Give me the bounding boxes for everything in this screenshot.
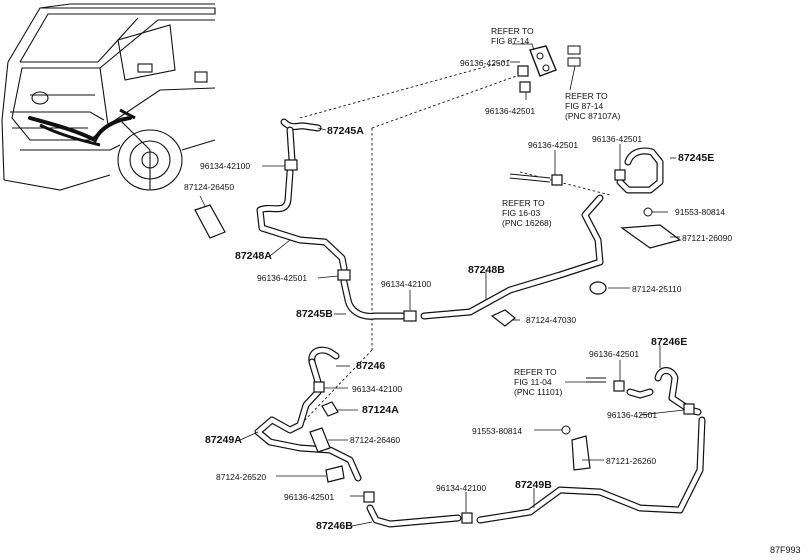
part-87121-26260: 87121-26260 [606, 456, 657, 466]
part-96136-42501-mid1: 96136-42501 [528, 140, 579, 150]
diagram-code: 87F993 [770, 545, 801, 555]
part-87124-26520: 87124-26520 [216, 472, 267, 482]
ref-fig-87-14-a: REFER TO FIG 87-14 [491, 26, 534, 46]
part-91553-80814-top: 91553-80814 [675, 207, 726, 217]
hose-87245e [616, 147, 664, 194]
part-87245b: 87245B [296, 308, 333, 320]
hose-87249a [254, 388, 362, 482]
part-87245a: 87245A [327, 125, 364, 137]
part-96136-42501-r1: 96136-42501 [589, 349, 640, 359]
part-96136-42501-top1: 96136-42501 [460, 58, 511, 68]
part-96136-42501-low: 96136-42501 [284, 492, 335, 502]
ref-fig-16-03: REFER TO FIG 16-03 (PNC 16268) [502, 198, 552, 228]
ref-fig-87-14-b: REFER TO FIG 87-14 (PNC 87107A) [565, 91, 621, 121]
part-87248b: 87248B [468, 264, 505, 276]
part-87249a: 87249A [205, 434, 242, 446]
part-96136-42501-r2: 96136-42501 [607, 410, 658, 420]
part-96134-42100-top: 96134-42100 [200, 161, 251, 171]
part-87124-26450: 87124-26450 [184, 182, 235, 192]
part-96134-42100-mid: 96134-42100 [381, 279, 432, 289]
part-96134-42100-low: 96134-42100 [352, 384, 403, 394]
part-87124-47030: 87124-47030 [526, 315, 577, 325]
part-96136-42501-top2: 96136-42501 [485, 106, 536, 116]
leader-lines [199, 43, 685, 527]
part-87124-25110: 87124-25110 [632, 284, 682, 294]
part-87246e: 87246E [651, 336, 688, 348]
part-87246b: 87246B [316, 520, 353, 532]
hose-87249b [476, 416, 706, 524]
clamp-icons-upper [194, 45, 682, 327]
hose-87245a [280, 118, 322, 164]
part-87245e: 87245E [678, 152, 715, 164]
part-87246: 87246 [356, 360, 386, 372]
part-96134-42100-bottom: 96134-42100 [436, 483, 487, 493]
ref-fig-11-04: REFER TO FIG 11-04 (PNC 11101) [514, 367, 563, 397]
hose-87248b [420, 194, 604, 320]
hose-87246 [308, 346, 340, 386]
part-87249b: 87249B [515, 479, 552, 491]
hose-87246b [366, 504, 462, 528]
part-96136-42501-left: 96136-42501 [257, 273, 308, 283]
hose-87246e [626, 367, 702, 416]
hose-87245b [340, 278, 406, 320]
part-91553-80814-low: 91553-80814 [472, 426, 523, 436]
clamp-icons-lower [309, 377, 695, 524]
vehicle-illustration [1, 3, 216, 191]
reference-dashed-lines [299, 59, 611, 421]
part-87248a: 87248A [235, 250, 272, 262]
part-87124a: 87124A [362, 404, 399, 416]
part-87124-26460: 87124-26460 [350, 435, 401, 445]
part-87121-26090: 87121-26090 [682, 233, 733, 243]
part-96136-42501-mid2: 96136-42501 [592, 134, 643, 144]
hose-87248a [256, 168, 348, 272]
